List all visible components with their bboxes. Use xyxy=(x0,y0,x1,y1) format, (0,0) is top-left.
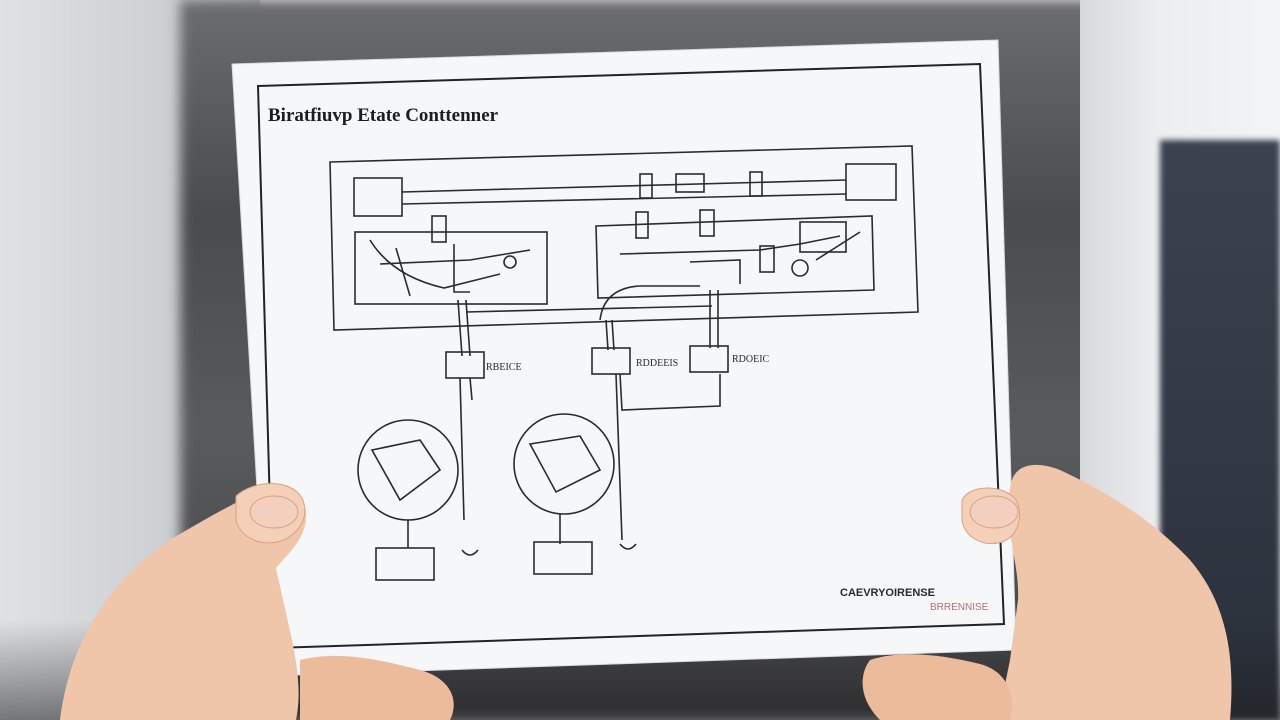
footer-subbrand: BRRENNISE xyxy=(930,602,989,613)
relay-label-3: RDOEIC xyxy=(732,354,770,365)
relay-label-2: RDDEEIS xyxy=(636,358,678,369)
right-hand xyxy=(862,464,1232,720)
relay-label-1: RBEICE xyxy=(486,362,522,373)
left-hand xyxy=(60,483,454,720)
schematic-lines xyxy=(329,145,919,581)
footer-brand: CAEVRYOIRENSE xyxy=(840,587,935,599)
sheet-border xyxy=(256,62,1006,650)
paper-sheet xyxy=(231,39,1017,677)
sheet-title: Biratfiuvp Etate Conttenner xyxy=(268,105,499,126)
